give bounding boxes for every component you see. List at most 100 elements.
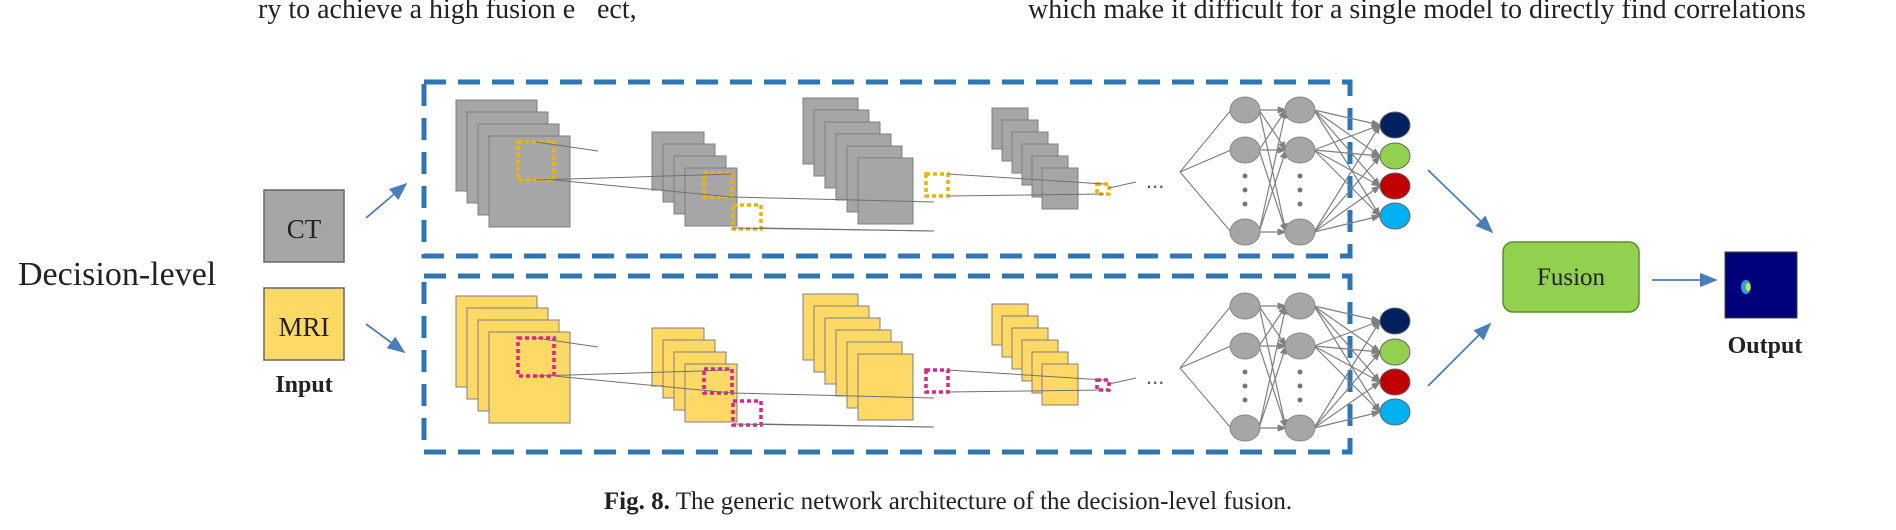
fc-connection: [1179, 345, 1232, 369]
fc-node: [1229, 136, 1261, 164]
connection-line: [947, 193, 1105, 197]
fc-node: [1284, 292, 1316, 320]
fc-connection: [1258, 344, 1287, 429]
vertical-ellipsis-dot: [1242, 397, 1248, 403]
vertical-ellipsis-dot: [1242, 383, 1248, 389]
fc-connection: [1179, 109, 1232, 173]
mri-branch-box: [421, 273, 1353, 455]
output-label: Output: [1728, 333, 1803, 359]
receptive-field-marker: [731, 203, 763, 231]
connection-line: [947, 389, 1105, 393]
fc-node: [1284, 332, 1316, 360]
connection-line: [553, 179, 733, 198]
mri-branch: ...: [455, 292, 1411, 442]
vertical-ellipsis-dot: [1297, 187, 1303, 193]
fc-node: [1284, 96, 1316, 124]
output-class-node: [1379, 398, 1411, 426]
fc-connection: [1313, 109, 1382, 127]
connection-line: [535, 369, 733, 377]
mri-input-label: MRI: [278, 312, 329, 342]
output-class-node: [1379, 142, 1411, 170]
fc-connection: [1258, 148, 1287, 233]
vertical-ellipsis-dot: [1242, 173, 1248, 179]
vertical-ellipsis-dot: [1297, 173, 1303, 179]
output-class-node: [1379, 172, 1411, 200]
fc-connection: [1258, 304, 1288, 429]
receptive-field-marker: [702, 367, 734, 395]
fc-connection: [1313, 381, 1381, 429]
connection-line: [553, 375, 733, 394]
fc-node: [1229, 96, 1261, 124]
fc-connection: [1313, 305, 1382, 323]
output-image: [1724, 251, 1798, 319]
fc-node: [1229, 292, 1261, 320]
fc-connection: [1313, 305, 1381, 414]
ellipsis-dots: ...: [1146, 364, 1164, 389]
receptive-field-marker: [1095, 378, 1111, 392]
ct-to-fusion-arrow: [1427, 169, 1494, 234]
receptive-field-marker: [924, 172, 950, 198]
fc-connection: [1313, 305, 1381, 353]
mri-to-fusion-arrow: [1427, 322, 1492, 387]
output-class-node: [1379, 202, 1411, 230]
feature-map: [857, 353, 914, 421]
fc-connection: [1313, 109, 1381, 157]
receptive-field-marker: [1095, 182, 1111, 196]
top-text-left: ry to achieve a high fusion e ect,: [258, 0, 637, 25]
ct-branch-box: [421, 79, 1353, 259]
fc-connection: [1313, 149, 1381, 217]
ct-input-box: CT: [263, 189, 345, 263]
fc-connection: [1313, 345, 1382, 383]
input-label: Input: [275, 372, 332, 398]
feature-map: [1041, 167, 1079, 210]
output-class-node: [1379, 307, 1411, 335]
output-class-node: [1379, 338, 1411, 366]
connection-line: [759, 423, 935, 428]
fc-connection: [1313, 124, 1382, 151]
vertical-ellipsis-dot: [1242, 369, 1248, 375]
fc-node: [1284, 414, 1316, 442]
fc-connection: [1313, 320, 1382, 347]
mri-input-box: MRI: [263, 287, 345, 361]
connection-line: [759, 227, 935, 232]
connection-line: [535, 173, 733, 181]
caption-text: The generic network architecture of the …: [675, 488, 1293, 515]
fc-connection: [1313, 123, 1381, 233]
top-text-right: which make it difficult for a single mod…: [1028, 0, 1806, 25]
vertical-ellipsis-dot: [1242, 187, 1248, 193]
receptive-field-marker: [702, 171, 734, 199]
output-class-node: [1379, 111, 1411, 139]
fc-connection: [1179, 171, 1232, 233]
figure-number: Fig. 8.: [603, 488, 670, 515]
figure-caption: Fig. 8. The generic network architecture…: [0, 488, 1896, 516]
connection-line: [535, 141, 599, 152]
receptive-field-marker: [924, 368, 950, 394]
receptive-field-marker: [731, 399, 763, 427]
fc-node: [1284, 218, 1316, 246]
vertical-ellipsis-dot: [1297, 369, 1303, 375]
fc-connection: [1179, 149, 1232, 173]
fc-node: [1229, 218, 1261, 246]
connection-line: [1108, 181, 1137, 189]
ct-branch-arrow: [365, 182, 408, 219]
fc-connection: [1313, 185, 1381, 233]
fc-connection: [1313, 351, 1381, 429]
fc-connection: [1313, 149, 1382, 159]
fc-connection: [1313, 109, 1381, 187]
fc-connection: [1313, 345, 1381, 413]
vertical-ellipsis-dot: [1297, 383, 1303, 389]
ct-input-label: CT: [287, 214, 322, 244]
fc-connection: [1258, 108, 1288, 233]
fc-connection: [1313, 109, 1381, 218]
vertical-ellipsis-dot: [1297, 201, 1303, 207]
connection-line: [731, 392, 935, 399]
connection-line: [947, 173, 1105, 185]
feature-map: [857, 157, 914, 225]
decision-level-label: Decision-level: [18, 256, 216, 293]
fc-node: [1229, 332, 1261, 360]
mri-branch-arrow: [365, 323, 406, 354]
connection-line: [535, 337, 599, 348]
fc-connection: [1179, 305, 1232, 369]
fc-connection: [1313, 410, 1382, 429]
